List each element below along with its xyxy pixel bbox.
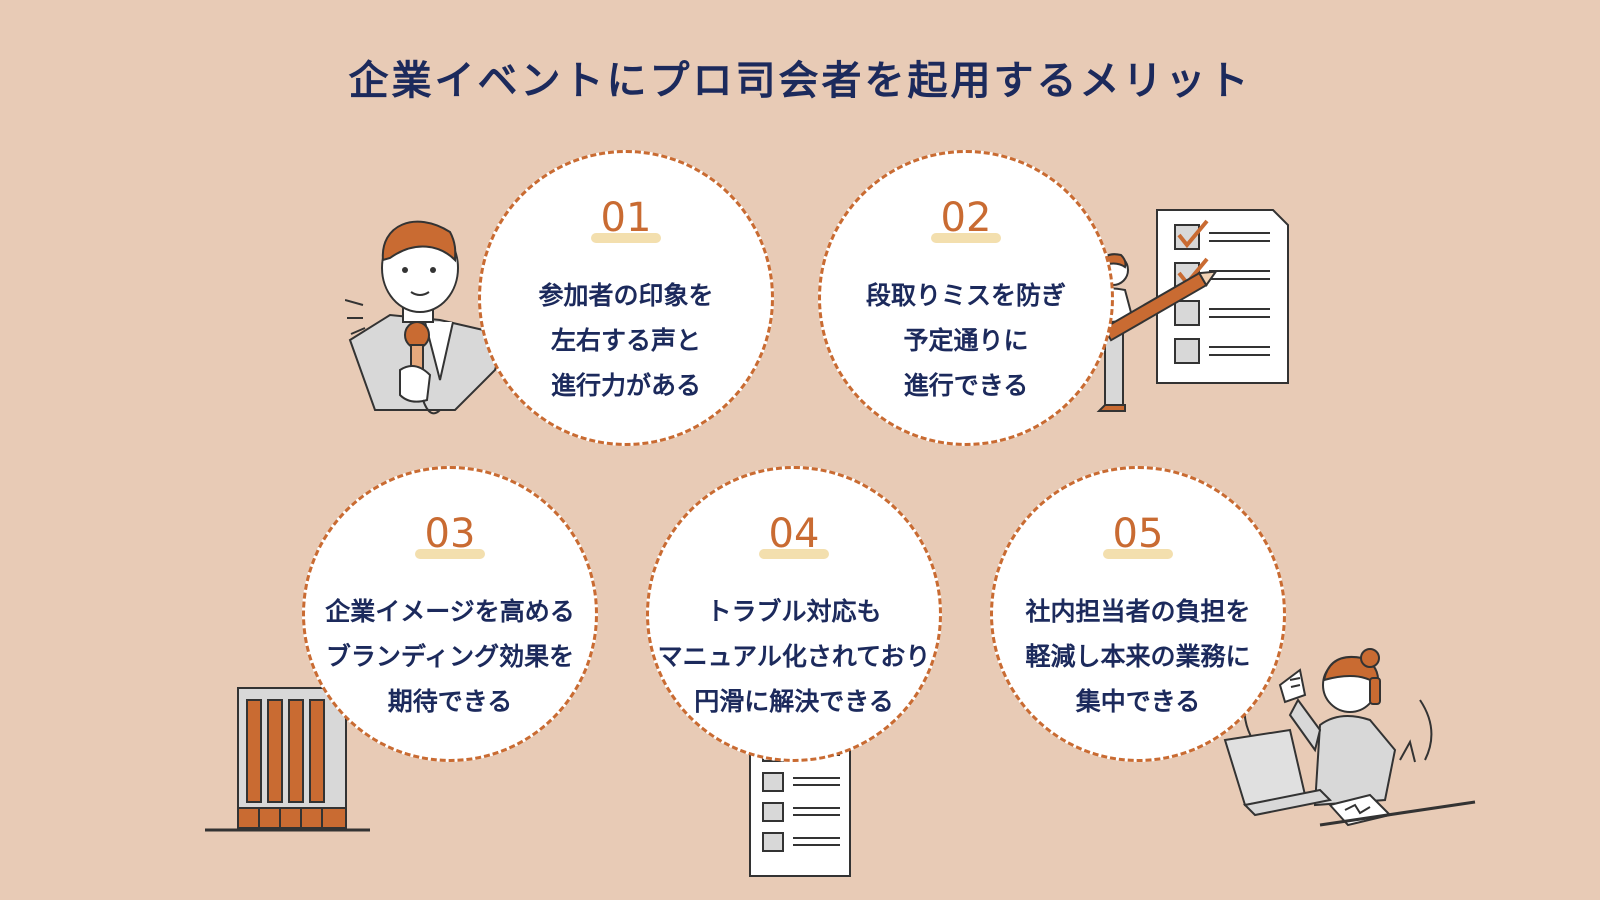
announcer-with-microphone-illustration — [345, 220, 507, 415]
merit-description: 段取りミスを防ぎ予定通りに進行できる — [865, 281, 1066, 400]
merit-description: トラブル対応もマニュアル化されており円滑に解決できる — [657, 597, 931, 716]
merit-description: 参加者の印象を左右する声と進行力がある — [538, 281, 714, 400]
building-illustration — [205, 687, 370, 832]
merit-circle-01: 01 参加者の印象を左右する声と進行力がある — [478, 150, 774, 446]
merit-circle-05: 05 社内担当者の負担を軽減し本来の業務に集中できる — [990, 466, 1286, 762]
page-title: 企業イベントにプロ司会者を起用するメリット — [348, 58, 1252, 104]
merit-description: 社内担当者の負担を軽減し本来の業務に集中できる — [1025, 597, 1251, 716]
merit-number: 02 — [821, 195, 1111, 243]
merit-description: 企業イメージを高めるブランディング効果を期待できる — [325, 597, 575, 716]
merit-number: 05 — [993, 511, 1283, 559]
merit-number: 01 — [481, 195, 771, 243]
merit-circle-03: 03 企業イメージを高めるブランディング効果を期待できる — [302, 466, 598, 762]
merit-circle-04: 04 トラブル対応もマニュアル化されており円滑に解決できる — [646, 466, 942, 762]
checklist-with-pencil-illustration — [1088, 209, 1289, 412]
merit-number: 04 — [649, 511, 939, 559]
merit-number: 03 — [305, 511, 595, 559]
merit-circle-02: 02 段取りミスを防ぎ予定通りに進行できる — [818, 150, 1114, 446]
office-worker-on-phone-illustration — [1223, 648, 1476, 827]
